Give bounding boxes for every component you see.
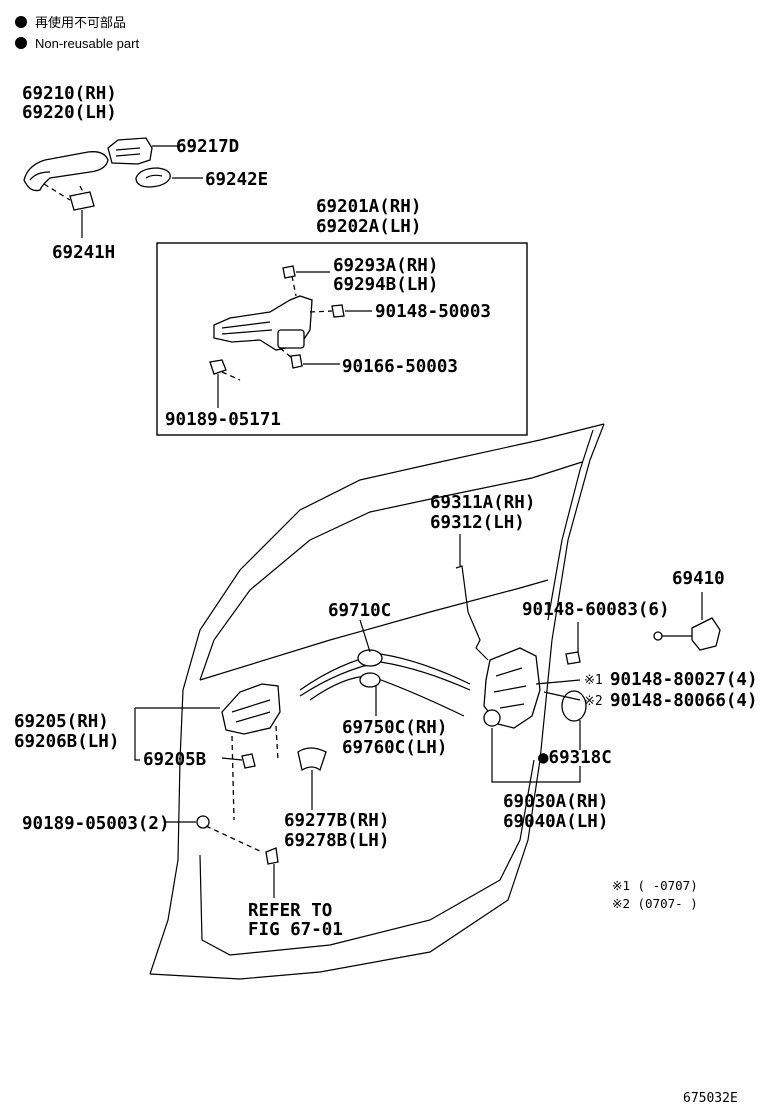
label-69242E: 69242E	[205, 170, 268, 190]
label-69241H: 69241H	[52, 243, 115, 263]
inside-handle-69205	[221, 683, 281, 769]
lock-rod-69311A	[455, 565, 489, 661]
non-reusable-bullet-icon	[15, 37, 27, 49]
inner-handle-assy	[209, 265, 345, 375]
label-69318C: ●69318C	[538, 748, 612, 768]
label-90148-60083: 90148-60083(6)	[522, 600, 670, 620]
label-69220: 69220(LH)	[22, 103, 117, 123]
label-69278B: 69278B(LH)	[284, 831, 389, 851]
label-90189-05003: 90189-05003(2)	[22, 814, 170, 834]
non-reusable-bullet-icon	[15, 16, 27, 28]
label-69750C: 69750C(RH)	[342, 718, 447, 738]
door-lock-assy	[483, 647, 541, 729]
label-69312: 69312(LH)	[430, 513, 525, 533]
label-69294B: 69294B(LH)	[333, 275, 438, 295]
inner-handle-dash-line	[221, 275, 333, 381]
label-69205B: 69205B	[143, 750, 206, 770]
control-cable-69750C	[309, 672, 465, 717]
leader-lines	[81, 145, 703, 898]
figure-id: 675032E	[683, 1091, 738, 1106]
handle-cover-69217D	[107, 137, 153, 165]
bolt-90148-60083	[565, 651, 581, 665]
legend-non-reusable-jp: 再使用不可部品	[35, 15, 126, 30]
bezel-69277B	[297, 747, 327, 772]
label-69710C: 69710C	[328, 601, 391, 621]
label-90189-05171: 90189-05171	[165, 410, 281, 430]
handle-dash-line	[43, 183, 85, 201]
outside-handle	[23, 151, 109, 192]
label-69293A: 69293A(RH)	[333, 256, 438, 276]
control-cable-69710C	[299, 649, 471, 697]
label-69202A: 69202A(LH)	[316, 217, 421, 237]
label-69205: 69205(RH)	[14, 712, 109, 732]
note-2: ※2 (0707- )	[612, 896, 698, 911]
striker-69410	[653, 617, 721, 651]
label-69410: 69410	[672, 569, 725, 589]
label-69040A: 69040A(LH)	[503, 812, 608, 832]
cap-69318C	[561, 690, 587, 722]
door-outline	[149, 423, 605, 980]
handle-pad-69241H	[69, 191, 95, 211]
label-note1-mark: ※1	[584, 673, 603, 688]
inner-handle-assy-box	[156, 242, 528, 436]
screw-90189-05003	[196, 815, 279, 865]
label-69217D: 69217D	[176, 137, 239, 157]
handle-pad-69242E	[135, 167, 171, 188]
lower-dash-line	[205, 725, 279, 853]
label-90148-80027: 90148-80027(4)	[610, 670, 758, 690]
label-69311A: 69311A(RH)	[430, 493, 535, 513]
label-90148-50003: 90148-50003	[375, 302, 491, 322]
label-69210: 69210(RH)	[22, 84, 117, 104]
label-note2-mark: ※2	[584, 694, 603, 709]
label-90148-80066: 90148-80066(4)	[610, 691, 758, 711]
label-69277B: 69277B(RH)	[284, 811, 389, 831]
label-69206B: 69206B(LH)	[14, 732, 119, 752]
label-69201A: 69201A(RH)	[316, 197, 421, 217]
label-90166-50003: 90166-50003	[342, 357, 458, 377]
label-refer-line2: FIG 67-01	[248, 920, 343, 940]
legend-non-reusable-en: Non-reusable part	[35, 36, 139, 51]
label-refer-line1: REFER TO	[248, 901, 332, 921]
note-1: ※1 ( -0707)	[612, 878, 698, 893]
label-69760C: 69760C(LH)	[342, 738, 447, 758]
label-69030A: 69030A(RH)	[503, 792, 608, 812]
